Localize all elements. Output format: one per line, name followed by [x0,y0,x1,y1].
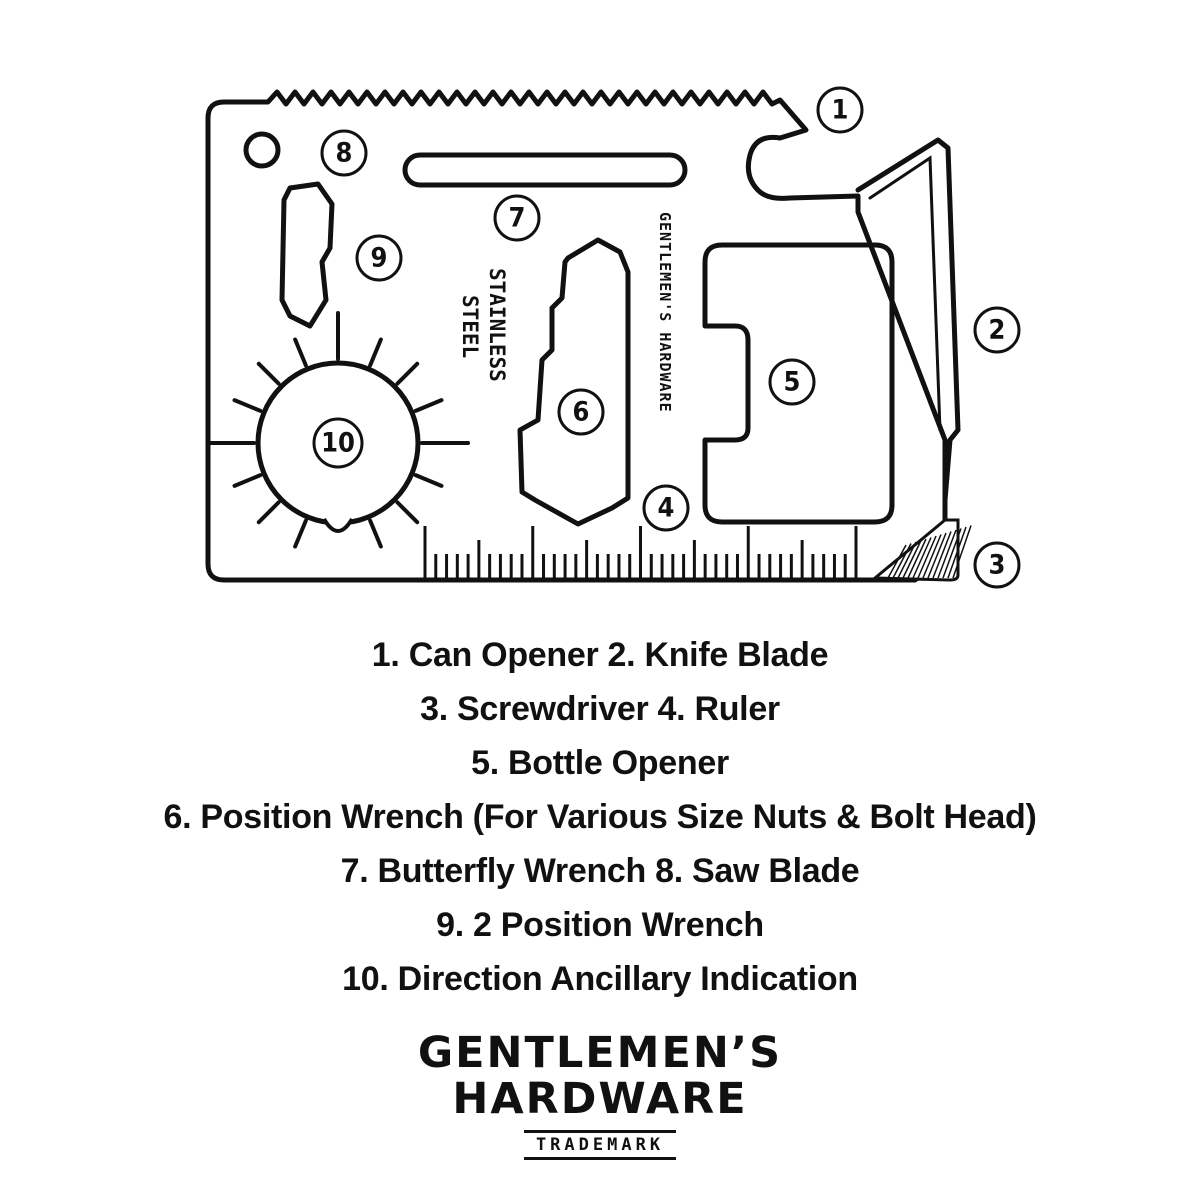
direction-compass [206,311,470,549]
position-wrench [517,237,631,527]
legend: 1. Can Opener 2. Knife Blade 3. Screwdri… [0,628,1200,1006]
svg-text:5: 5 [784,367,801,398]
brand-trademark: TRADEMARK [523,1130,677,1160]
callout-7: 7 [493,194,541,242]
svg-text:3: 3 [989,550,1006,581]
callout-5: 5 [768,358,816,406]
legend-line-4: 6. Position Wrench (For Various Size Nut… [163,798,1037,836]
ruler-ticks [423,526,858,578]
bottle-opener [702,242,895,525]
knife-blade-inner [868,155,942,432]
lanyard-hole [243,131,281,169]
callout-3: 3 [973,541,1021,589]
engraving-stainless: STAINLESS [485,268,509,382]
legend-line-5: 7. Butterfly Wrench 8. Saw Blade [340,852,860,890]
svg-text:6: 6 [573,397,590,428]
screwdriver-hatch [870,518,972,582]
callout-8: 8 [320,129,368,177]
brand-line-2: HARDWARE [452,1074,748,1124]
callout-9: 9 [355,234,403,282]
legend-line-2: 3. Screwdriver 4. Ruler [420,690,780,728]
legend-line-7: 10. Direction Ancillary Indication [342,960,858,998]
knife-blade [855,137,961,503]
legend-line-6: 9. 2 Position Wrench [436,906,764,944]
svg-text:2: 2 [989,315,1006,346]
brand-logo: GENTLEMEN’S HARDWARE TRADEMARK [0,1030,1200,1160]
two-position-wrench [279,181,335,329]
svg-text:4: 4 [658,493,675,524]
callout-6: 6 [557,388,605,436]
svg-text:9: 9 [371,243,388,274]
svg-text:10: 10 [321,428,355,459]
callout-10: 10 [312,417,364,469]
svg-text:1: 1 [832,95,849,126]
engraving-brand: GENTLEMEN'S HARDWARE [656,212,674,413]
legend-line-1: 1. Can Opener 2. Knife Blade [371,636,829,674]
card-outline [205,89,948,583]
multitool-card-diagram: STAINLESS STEEL GENTLEMEN'S HARDWARE 1 2… [205,86,1021,589]
svg-text:7: 7 [509,203,526,234]
svg-text:8: 8 [336,138,353,169]
callout-2: 2 [973,306,1021,354]
brand-line-1: GENTLEMEN’S [417,1028,783,1078]
legend-line-3: 5. Bottle Opener [471,744,729,782]
butterfly-wrench-slot [402,152,688,188]
callout-4: 4 [642,484,690,532]
engraving-steel: STEEL [458,295,482,358]
callout-1: 1 [816,86,864,134]
